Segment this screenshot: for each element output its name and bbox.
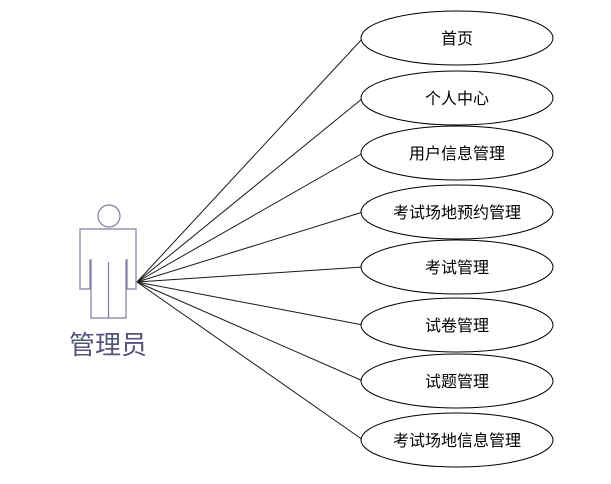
- association-line: [136, 37, 364, 283]
- use-case-label: 考试场地信息管理: [393, 431, 521, 450]
- use-case-ellipse: [360, 239, 554, 295]
- stick-figure-actor-icon: [79, 204, 137, 319]
- association-lines: [136, 37, 364, 441]
- association-line: [136, 97, 364, 283]
- association-line: [136, 281, 364, 382]
- actor-body-outline: [79, 228, 137, 319]
- use-case-label: 个人中心: [425, 89, 489, 108]
- use-case-label: 试卷管理: [425, 316, 489, 335]
- use-case: 考试场地预约管理: [360, 184, 554, 240]
- association-line: [136, 281, 364, 441]
- use-case-ellipse: [360, 412, 554, 468]
- association-line: [136, 152, 364, 283]
- association-line: [136, 211, 364, 283]
- use-case-ellipse: [360, 125, 554, 181]
- use-case: 试题管理: [360, 353, 554, 409]
- use-case: 试卷管理: [360, 297, 554, 353]
- actor-label: 管理员: [69, 331, 147, 361]
- use-case-ellipse: [360, 70, 554, 126]
- use-case-ellipse: [360, 353, 554, 409]
- use-case-label: 用户信息管理: [409, 144, 505, 163]
- association-line: [136, 266, 364, 283]
- use-case: 首页: [360, 10, 554, 66]
- association-line: [136, 281, 364, 326]
- use-case: 考试场地信息管理: [360, 412, 554, 468]
- use-case: 用户信息管理: [360, 125, 554, 181]
- use-case-ellipse: [360, 297, 554, 353]
- use-case-label: 考试场地预约管理: [393, 203, 521, 222]
- use-case-ellipse: [360, 10, 554, 66]
- use-case-label: 首页: [441, 29, 473, 48]
- use-case-ellipse: [360, 184, 554, 240]
- use-case-label: 考试管理: [425, 258, 489, 277]
- use-case: 个人中心: [360, 70, 554, 126]
- actor: 管理员: [69, 204, 147, 361]
- use-case: 考试管理: [360, 239, 554, 295]
- actor-head: [97, 204, 121, 228]
- use-case-label: 试题管理: [425, 372, 489, 391]
